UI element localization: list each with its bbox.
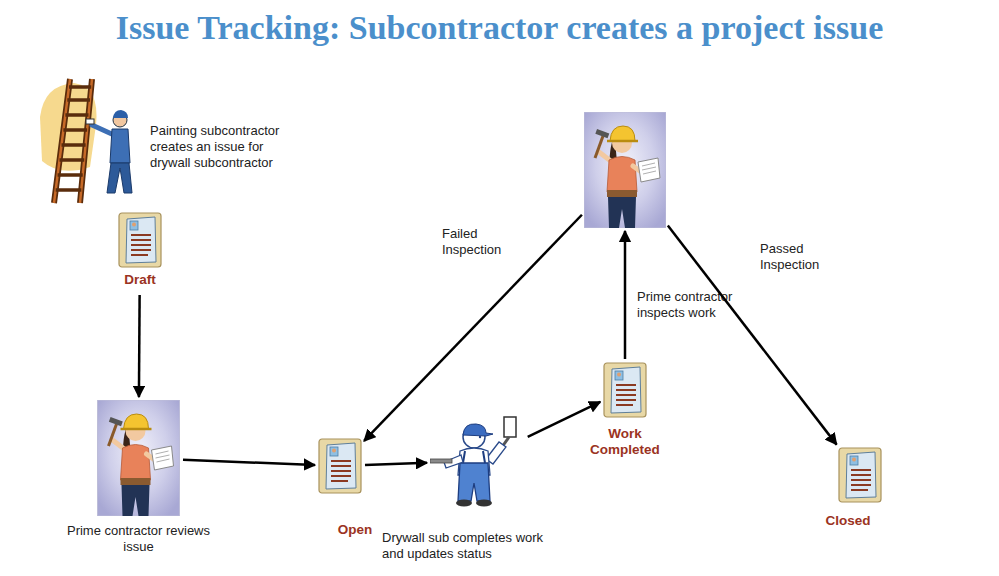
painter-drawing: [40, 79, 132, 203]
doc-icon: [318, 438, 362, 494]
issue-document: Closed: [838, 447, 882, 503]
doc-drawing: [119, 213, 161, 267]
edge-label: Prime contractor inspects work: [637, 289, 757, 321]
doc-drawing: [839, 448, 881, 502]
person-figure: Painting subcontractor creates an issue …: [40, 75, 135, 205]
prime-drawing: [98, 400, 180, 516]
diagram-title: Issue Tracking: Subcontractor creates a …: [0, 8, 999, 48]
painter-icon: [40, 75, 135, 205]
flow-arrow: [528, 402, 601, 437]
doc-drawing: [319, 439, 361, 493]
status-label: Open: [323, 522, 387, 538]
status-label: Work Completed: [587, 426, 663, 458]
person-figure: Prime contractor reviews issue: [97, 400, 180, 516]
doc-icon: [118, 212, 162, 268]
flow-arrow: [183, 460, 315, 465]
doc-icon: [838, 447, 882, 503]
issue-document: Draft: [118, 212, 162, 292]
prime-drawing: [584, 112, 666, 228]
edge-label: Failed Inspection: [442, 226, 517, 258]
prime-icon: [584, 112, 666, 228]
step-caption: Drywall sub completes work and updates s…: [382, 530, 560, 562]
flow-arrow: [624, 231, 627, 359]
flow-arrow: [668, 226, 837, 445]
doc-drawing: [604, 363, 646, 417]
step-caption: Prime contractor reviews issue: [65, 523, 212, 555]
drywall-icon: [430, 415, 525, 507]
doc-icon: [603, 362, 647, 418]
flow-arrow: [365, 463, 427, 465]
status-label: Draft: [98, 272, 182, 288]
issue-document: Work Completed: [603, 362, 647, 418]
flow-arrow: [138, 295, 141, 397]
edge-label: Passed Inspection: [760, 241, 835, 273]
person-figure: [584, 112, 666, 228]
step-caption: Painting subcontractor creates an issue …: [150, 123, 302, 171]
issue-document: Open: [318, 438, 362, 494]
flow-arrow: [364, 215, 582, 441]
drywall-drawing: [430, 417, 516, 507]
person-figure: Drywall sub completes work and updates s…: [430, 415, 525, 507]
prime-icon: [97, 400, 180, 516]
status-label: Closed: [816, 513, 880, 529]
